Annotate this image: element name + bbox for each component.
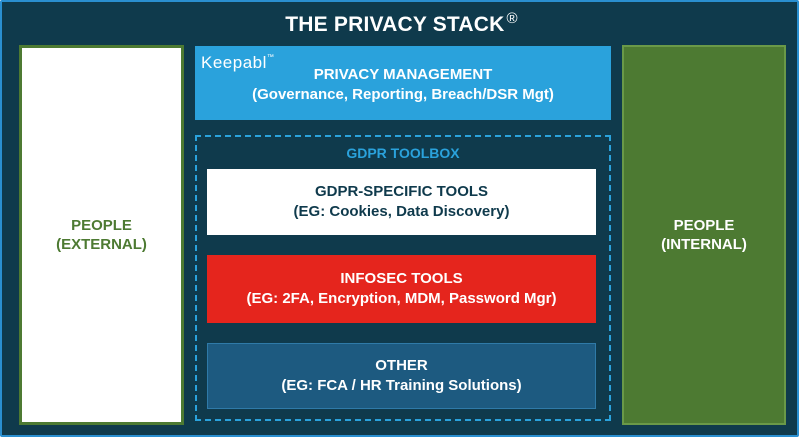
diagram-title: THE PRIVACY STACK® xyxy=(2,10,799,37)
people-external-box: PEOPLE (EXTERNAL) xyxy=(19,45,184,425)
people-external-line2: (EXTERNAL) xyxy=(56,236,147,253)
infosec-tools-subtitle: (EG: 2FA, Encryption, MDM, Password Mgr) xyxy=(246,290,557,307)
people-internal-line1: PEOPLE xyxy=(673,217,735,234)
logo-trademark: ™ xyxy=(266,54,275,61)
privacy-management-title: PRIVACY MANAGEMENT xyxy=(313,66,493,83)
people-internal-line2: (INTERNAL) xyxy=(661,236,747,253)
gdpr-toolbox: GDPR TOOLBOX xyxy=(195,135,611,421)
people-external-line1: PEOPLE xyxy=(71,217,132,234)
keepabl-logo-text: Keepabl xyxy=(201,53,267,72)
people-internal-box: PEOPLE (INTERNAL) xyxy=(622,45,786,425)
other-tools-box: OTHER (EG: FCA / HR Training Solutions) xyxy=(207,343,596,409)
privacy-management-subtitle: (Governance, Reporting, Breach/DSR Mgt) xyxy=(252,86,554,103)
privacy-management-box: Keepabl™ PRIVACY MANAGEMENT (Governance,… xyxy=(195,46,611,120)
other-tools-title: OTHER xyxy=(375,357,428,374)
keepabl-logo: Keepabl™ xyxy=(201,48,274,73)
infosec-tools-title: INFOSEC TOOLS xyxy=(340,270,463,287)
gdpr-toolbox-label: GDPR TOOLBOX xyxy=(346,145,460,161)
gdpr-specific-tools-box: GDPR-SPECIFIC TOOLS (EG: Cookies, Data D… xyxy=(207,169,596,235)
diagram-title-text: THE PRIVACY STACK xyxy=(285,13,505,36)
gdpr-tools-title: GDPR-SPECIFIC TOOLS xyxy=(314,183,489,200)
infosec-tools-box: INFOSEC TOOLS (EG: 2FA, Encryption, MDM,… xyxy=(207,255,596,323)
registered-mark: ® xyxy=(506,10,518,27)
other-tools-subtitle: (EG: FCA / HR Training Solutions) xyxy=(281,377,522,394)
gdpr-tools-subtitle: (EG: Cookies, Data Discovery) xyxy=(293,203,510,220)
